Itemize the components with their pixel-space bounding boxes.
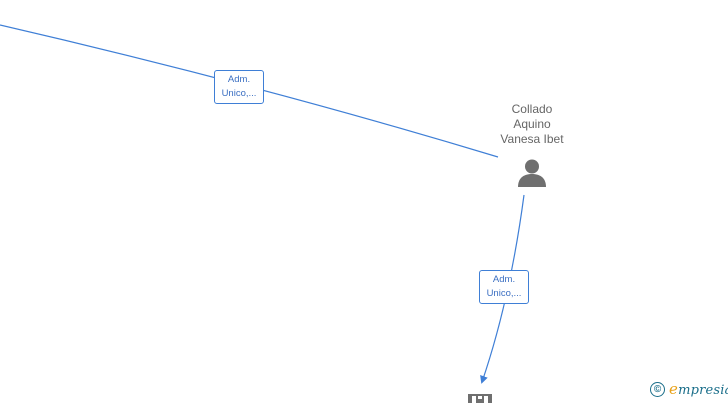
copyright-icon: ©	[650, 381, 665, 397]
edge-label-role-2[interactable]: Adm. Unico,...	[479, 270, 529, 304]
person-icon[interactable]	[517, 158, 547, 188]
edge-label-role-line1: Adm.	[227, 74, 251, 85]
brand-watermark: © empresia	[650, 380, 728, 398]
edge-label-role-line2: Unico,...	[221, 88, 257, 99]
person-name[interactable]: Collado Aquino Vanesa Ibet	[480, 102, 584, 147]
edge-label-role-line2: Unico,...	[486, 288, 522, 299]
brand-name-first-letter: e	[669, 380, 679, 398]
brand-name: empresia	[669, 380, 728, 398]
brand-name-rest: mpresia	[678, 383, 728, 398]
edge-label-role-line1: Adm.	[492, 274, 516, 285]
building-icon[interactable]	[468, 391, 492, 403]
edge-label-role-1[interactable]: Adm. Unico,...	[214, 70, 264, 104]
person-name-line: Aquino	[513, 117, 551, 131]
person-name-line: Collado	[511, 102, 553, 116]
person-name-line: Vanesa Ibet	[500, 132, 564, 146]
